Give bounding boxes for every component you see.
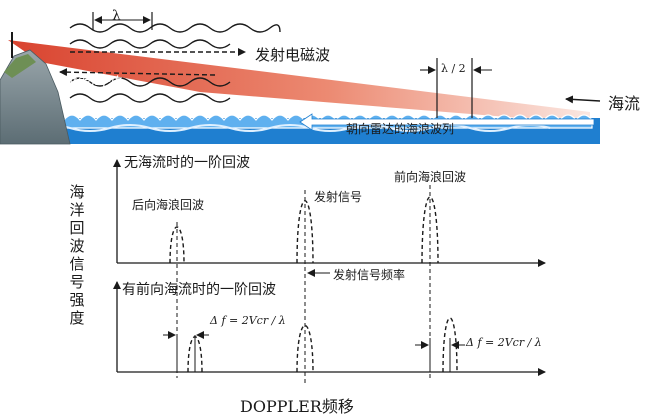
back-wave-label: 后向海浪回波 xyxy=(132,198,205,212)
radar-beam xyxy=(8,40,590,120)
delta-f-right-label: Δ f = 2Vcr / λ xyxy=(466,336,542,349)
waves-to-radar-arrow xyxy=(299,113,595,131)
current-label: 海流 xyxy=(608,94,641,113)
doppler-plot xyxy=(113,159,546,385)
y-axis-title: 海洋回波信号强度 xyxy=(69,183,85,327)
peak-back-top xyxy=(169,226,185,264)
peak-emit-bottom xyxy=(296,324,314,373)
current-arrow xyxy=(565,95,601,104)
delta-f-left-label: Δ f = 2Vcr / λ xyxy=(210,314,286,327)
half-lambda-label: λ / 2 xyxy=(441,62,466,75)
emit-signal-label: 发射信号 xyxy=(314,190,363,204)
scattered-wave-curve-2 xyxy=(69,93,231,103)
ocean-illustration xyxy=(0,12,601,145)
peak-front-top xyxy=(421,196,439,264)
ocean-foam xyxy=(29,124,551,132)
front-wave-label: 前向海浪回波 xyxy=(394,170,467,184)
scattered-wave-curve xyxy=(69,77,231,87)
scattered-wave-dashed xyxy=(59,68,216,77)
scattered-wave-label: 散射回波 xyxy=(60,74,121,92)
coast-grass xyxy=(4,54,36,78)
peak-emit-top xyxy=(296,200,314,264)
emitted-wave-curve-2 xyxy=(69,39,231,49)
x-axis-title: DOPPLER频移 xyxy=(240,397,354,416)
top-panel-title: 无海流时的一阶回波 xyxy=(124,155,250,171)
lambda-label: λ xyxy=(112,8,121,24)
bottom-panel-title: 有前向海流时的一阶回波 xyxy=(122,282,276,298)
waves-to-radar-label: 朝向雷达的海浪波列 xyxy=(346,122,455,136)
emit-frequency-label: 发射信号频率 xyxy=(333,268,406,282)
emitted-wave-label: 发射电磁波 xyxy=(255,46,331,64)
peak-front-bottom xyxy=(442,317,458,373)
emitted-wave-curve xyxy=(69,23,281,33)
